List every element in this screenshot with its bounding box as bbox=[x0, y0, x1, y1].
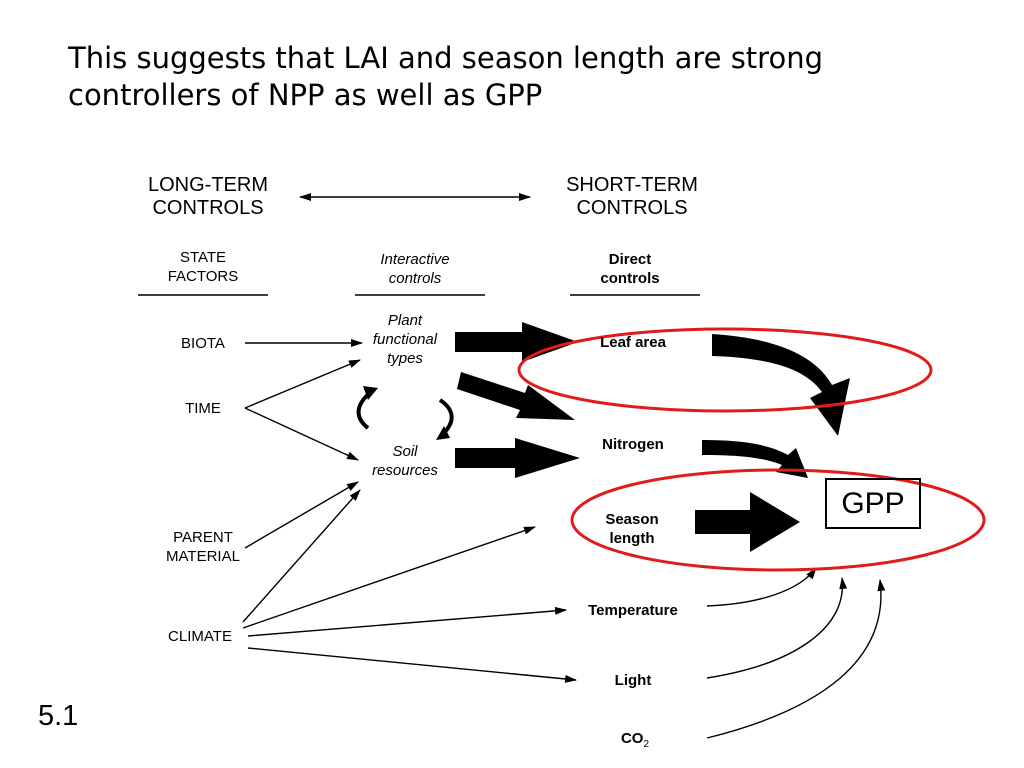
arrow-parent-soil bbox=[244, 481, 359, 549]
highlight-ellipse-season-gpp bbox=[570, 468, 986, 572]
biota-label: BIOTA bbox=[181, 335, 225, 352]
leaf-area-label: Leaf area bbox=[600, 334, 666, 351]
loop-right-arc bbox=[438, 398, 454, 436]
page-number: 5.1 bbox=[38, 700, 79, 732]
curve-light-gpp bbox=[706, 577, 848, 679]
state-factors-header: STATE FACTORS bbox=[167, 249, 239, 285]
plant-functional-types-label: Plant functional types bbox=[372, 312, 438, 367]
highlight-ellipse-leaf-area bbox=[517, 327, 933, 413]
temperature-label: Temperature bbox=[588, 602, 678, 619]
arrow-climate-soil bbox=[242, 489, 361, 623]
thick-arrow-plant-leaf bbox=[455, 322, 578, 362]
title-line-1: This suggests that LAI and season length… bbox=[68, 41, 823, 75]
thick-arrow-plant-nitrogen bbox=[457, 372, 575, 420]
thick-arrow-season-gpp bbox=[695, 492, 800, 552]
curve-temperature-gpp bbox=[706, 567, 817, 607]
light-label: Light bbox=[614, 672, 652, 689]
loop-right-head bbox=[436, 426, 450, 440]
parent-material-label: PARENT MATERIAL bbox=[166, 529, 240, 565]
long-term-label: LONG-TERM CONTROLS bbox=[148, 174, 268, 219]
thick-arrow-nitrogen-gpp bbox=[702, 440, 808, 478]
title-line-2: controllers of NPP as well as GPP bbox=[68, 78, 543, 112]
arrow-time-plant bbox=[244, 359, 361, 409]
time-label: TIME bbox=[185, 400, 221, 417]
direct-controls-header: Direct controls bbox=[600, 251, 660, 287]
climate-label: CLIMATE bbox=[168, 628, 232, 645]
loop-left-head bbox=[363, 386, 378, 400]
slide-title: This suggests that LAI and season length… bbox=[68, 40, 968, 114]
soil-resources-label: Soil resources bbox=[372, 443, 438, 479]
arrow-climate-temperature bbox=[247, 606, 567, 637]
season-length-label: Season length bbox=[605, 511, 659, 547]
co2-label: CO2 bbox=[620, 730, 650, 750]
thick-arrow-leaf-gpp bbox=[712, 334, 850, 436]
short-term-label: SHORT-TERM CONTROLS bbox=[566, 174, 698, 219]
thick-arrow-soil-nitrogen bbox=[455, 438, 580, 478]
gpp-box: GPP bbox=[825, 478, 921, 529]
arrow-climate-season bbox=[242, 526, 536, 629]
curve-co2-gpp bbox=[706, 579, 886, 739]
interactive-controls-header: Interactive controls bbox=[380, 251, 450, 287]
arrow-time-soil bbox=[244, 407, 359, 461]
nitrogen-label: Nitrogen bbox=[602, 436, 664, 453]
arrow-climate-light bbox=[247, 647, 577, 683]
